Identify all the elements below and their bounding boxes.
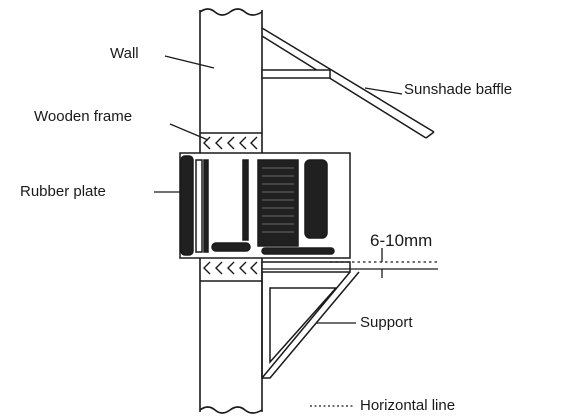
label-wall: Wall <box>110 45 139 62</box>
label-rubber-plate: Rubber plate <box>20 183 106 200</box>
rubber-plate <box>180 155 194 256</box>
wall-top-break <box>199 8 263 16</box>
wall-leader <box>164 55 215 69</box>
wooden-frame-leader <box>169 123 209 141</box>
unit-side-grille <box>304 159 328 239</box>
baffle-bracket <box>261 69 331 79</box>
label-sunshade-baffle: Sunshade baffle <box>404 81 513 98</box>
gap-reference <box>262 248 438 278</box>
support-bracket <box>261 261 360 379</box>
wooden-frame-top <box>200 132 262 150</box>
label-support: Support <box>360 314 413 331</box>
label-gap: 6-10mm <box>370 231 433 250</box>
label-wooden-frame: Wooden frame <box>34 108 133 125</box>
label-horizontal-line: Horizontal line <box>360 397 456 414</box>
sunshade-leader <box>364 87 403 95</box>
leader-lines <box>154 55 403 407</box>
sunshade-baffle <box>261 27 435 139</box>
ac-unit <box>179 152 351 259</box>
wall-bottom-break <box>199 406 263 414</box>
wooden-frame-bottom <box>200 261 262 282</box>
unit-grille <box>257 159 299 247</box>
